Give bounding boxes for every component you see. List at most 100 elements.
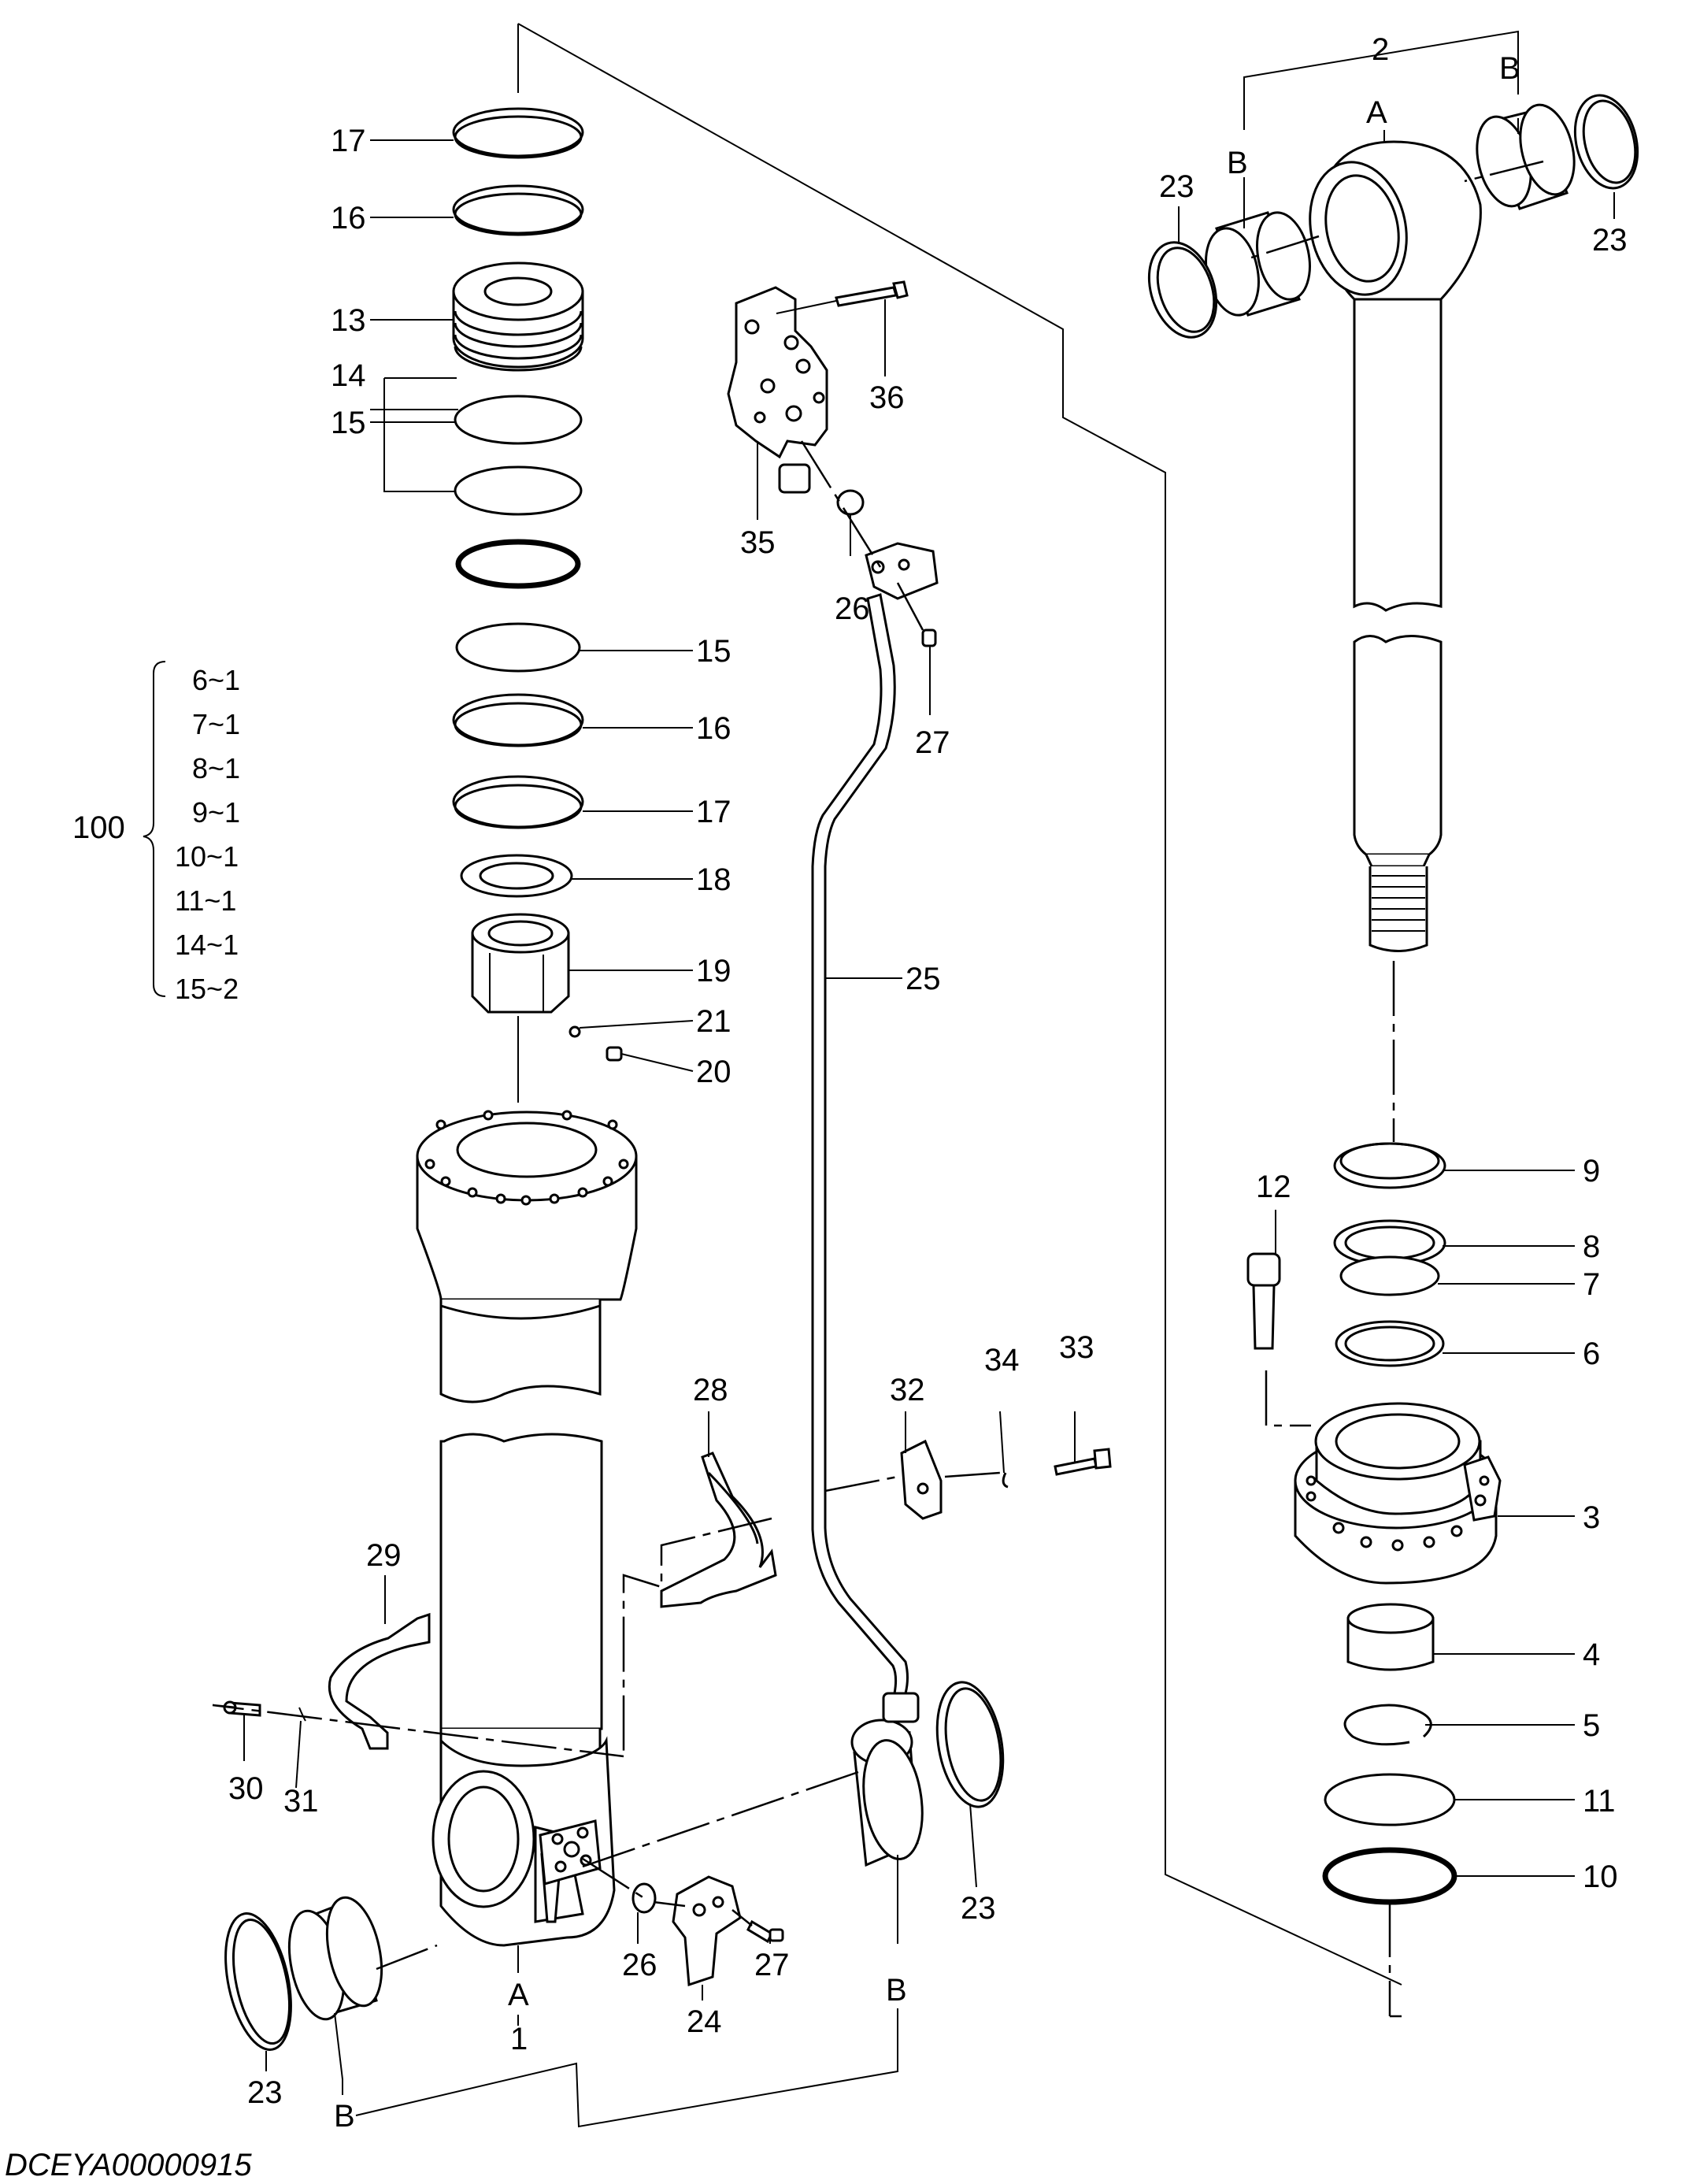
callout-10: 10 xyxy=(1583,1860,1618,1894)
pipe-end-fitting xyxy=(882,1692,920,1723)
ring-11 xyxy=(1324,1773,1456,1826)
leader-lines xyxy=(143,30,1615,2128)
piston-rod xyxy=(1353,298,1443,952)
callout-27: 27 xyxy=(915,725,950,760)
callout-4: 4 xyxy=(1583,1637,1600,1672)
kit-item: 11~1 xyxy=(175,884,236,917)
callout-b: B xyxy=(334,2099,355,2134)
callout-35: 35 xyxy=(740,525,776,560)
bushing-b-top-left xyxy=(1205,211,1311,317)
bushing-b-middle xyxy=(850,1719,924,1867)
callout-23: 23 xyxy=(247,2075,283,2110)
snap-ring-5 xyxy=(1343,1704,1432,1746)
port-block xyxy=(539,1819,602,1886)
bolt-33 xyxy=(1054,1448,1112,1476)
rod-eye xyxy=(1309,140,1482,301)
nut-19 xyxy=(471,913,570,1014)
kit-item: 10~1 xyxy=(175,840,239,873)
callout-16: 16 xyxy=(696,711,731,746)
fitting-24 xyxy=(672,1875,742,1987)
washer-18 xyxy=(460,854,573,898)
callout-26: 26 xyxy=(622,1948,657,1982)
kit-item: 9~1 xyxy=(192,796,240,829)
cylinder-tube xyxy=(416,1110,638,1813)
callout-12: 12 xyxy=(1256,1170,1291,1204)
callout-5: 5 xyxy=(1583,1708,1600,1743)
screw-20 xyxy=(606,1046,623,1062)
callout-11: 11 xyxy=(1583,1784,1616,1819)
ring-17-lower xyxy=(452,775,584,829)
callout-18: 18 xyxy=(696,862,731,897)
callout-36: 36 xyxy=(869,380,905,415)
pin-30 xyxy=(223,1700,261,1717)
ring-16-lower xyxy=(452,693,584,747)
callout-28: 28 xyxy=(693,1373,728,1407)
ring-15-upper xyxy=(454,395,583,445)
pipe-25 xyxy=(811,593,909,1695)
ring-6 xyxy=(1335,1320,1445,1367)
cylinder-head-3 xyxy=(1294,1402,1502,1585)
valve-35 xyxy=(727,286,828,494)
callout-1: 1 xyxy=(510,2022,528,2056)
callout-a: A xyxy=(1366,95,1387,130)
clamp-28 xyxy=(660,1452,777,1608)
callout-30: 30 xyxy=(228,1771,264,1806)
assembly-boundary-line xyxy=(517,23,1402,1986)
oring-26-upper xyxy=(836,489,865,516)
callout-16: 16 xyxy=(331,201,366,235)
callout-b: B xyxy=(1499,51,1520,86)
clamp-29 xyxy=(328,1612,431,1750)
callout-25: 25 xyxy=(906,962,941,996)
ball-21 xyxy=(569,1025,581,1038)
ring-17-upper xyxy=(452,107,584,159)
drawing-code: DCEYA00000915 xyxy=(5,2148,252,2182)
split-pin-31 xyxy=(298,1707,306,1722)
piston-13 xyxy=(452,261,584,372)
ring-23-top-left xyxy=(1147,241,1218,339)
callout-19: 19 xyxy=(696,954,731,988)
kit-number: 100 xyxy=(72,810,125,845)
callout-17: 17 xyxy=(696,795,731,829)
callout-7: 7 xyxy=(1583,1267,1600,1302)
bolt-27-lower xyxy=(746,1919,784,1944)
ring-23-top-right xyxy=(1573,94,1639,190)
ring-7 xyxy=(1339,1255,1440,1296)
callout-15: 15 xyxy=(331,406,366,440)
callout-b: B xyxy=(886,1973,907,2008)
callout-33: 33 xyxy=(1059,1330,1094,1365)
kit-item: 15~2 xyxy=(175,973,239,1005)
callout-15: 15 xyxy=(696,634,731,669)
bolt-27-upper xyxy=(921,629,937,647)
callout-b: B xyxy=(1227,146,1248,180)
ring-9 xyxy=(1333,1142,1446,1189)
callout-6: 6 xyxy=(1583,1337,1600,1371)
callout-23: 23 xyxy=(961,1891,996,1926)
callout-31: 31 xyxy=(283,1784,319,1819)
callout-23: 23 xyxy=(1592,223,1628,258)
callout-labels: 17 16 13 15 14 15 16 17 18 19 21 20 36 3… xyxy=(228,32,1628,2134)
assembly-lines xyxy=(212,160,1544,2018)
callout-21: 21 xyxy=(696,1004,731,1039)
callout-29: 29 xyxy=(366,1538,402,1573)
bushing-b-bottom-left xyxy=(287,1896,383,2021)
ring-23-middle xyxy=(935,1681,1005,1808)
callout-24: 24 xyxy=(687,2004,722,2039)
bolt-12 xyxy=(1246,1252,1281,1350)
clamp-32 xyxy=(900,1439,943,1520)
callout-14: 14 xyxy=(331,358,366,393)
kit-item: 8~1 xyxy=(192,752,240,784)
kit-item: 14~1 xyxy=(175,929,239,961)
callout-17: 17 xyxy=(331,124,366,158)
cylinder-base-eye xyxy=(431,1736,616,1947)
clamp-fitting-upper xyxy=(865,542,939,600)
callout-2: 2 xyxy=(1372,32,1389,67)
callout-8: 8 xyxy=(1583,1229,1600,1264)
kit-item: 7~1 xyxy=(192,708,240,740)
callout-3: 3 xyxy=(1583,1500,1600,1535)
callout-34: 34 xyxy=(984,1343,1020,1378)
bushing-b-top-right xyxy=(1476,103,1576,210)
callout-27: 27 xyxy=(754,1948,790,1982)
oring-10 xyxy=(1322,1847,1457,1905)
ring-16-upper xyxy=(452,184,584,236)
